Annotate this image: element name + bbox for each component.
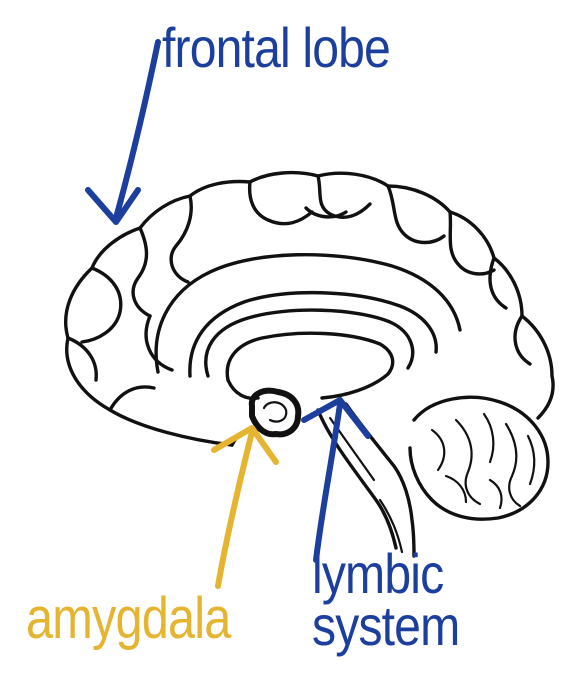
lymbic-system-label: lymbic system — [312, 548, 459, 652]
cerebellum-folia — [490, 480, 502, 508]
cerebellum-folia — [484, 414, 493, 462]
cerebellum-folia — [456, 420, 480, 504]
corpus-callosum-inner — [227, 333, 392, 380]
sulcus — [388, 186, 444, 243]
sulcus — [133, 228, 150, 316]
frontal-lobe-arrowhead — [88, 190, 138, 222]
frontal-lobe-arrow — [88, 42, 158, 222]
brainstem-back — [346, 404, 414, 556]
fornix — [322, 374, 388, 398]
cerebellum-outline — [410, 397, 548, 519]
sulcus — [318, 176, 370, 217]
cerebellum-folia — [528, 436, 534, 484]
cerebellum-folia — [446, 476, 466, 502]
lymbic-label-line2: system — [312, 600, 459, 652]
sulcus — [82, 268, 121, 342]
frontal-lobe-label: frontal lobe — [162, 20, 390, 76]
amygdala-arrow — [214, 428, 276, 586]
cerebellum-folia — [432, 430, 444, 470]
amygdala-label: amygdala — [26, 590, 231, 648]
cerebellum-folia — [506, 424, 520, 506]
amygdala-inner — [264, 402, 286, 421]
sulcus — [110, 387, 154, 410]
amygdala-arrow-shaft — [218, 432, 252, 586]
lymbic-label-line1: lymbic — [312, 548, 459, 600]
sulcus — [250, 182, 312, 224]
sulcus — [171, 196, 191, 282]
lymbic-arrow — [304, 400, 368, 560]
